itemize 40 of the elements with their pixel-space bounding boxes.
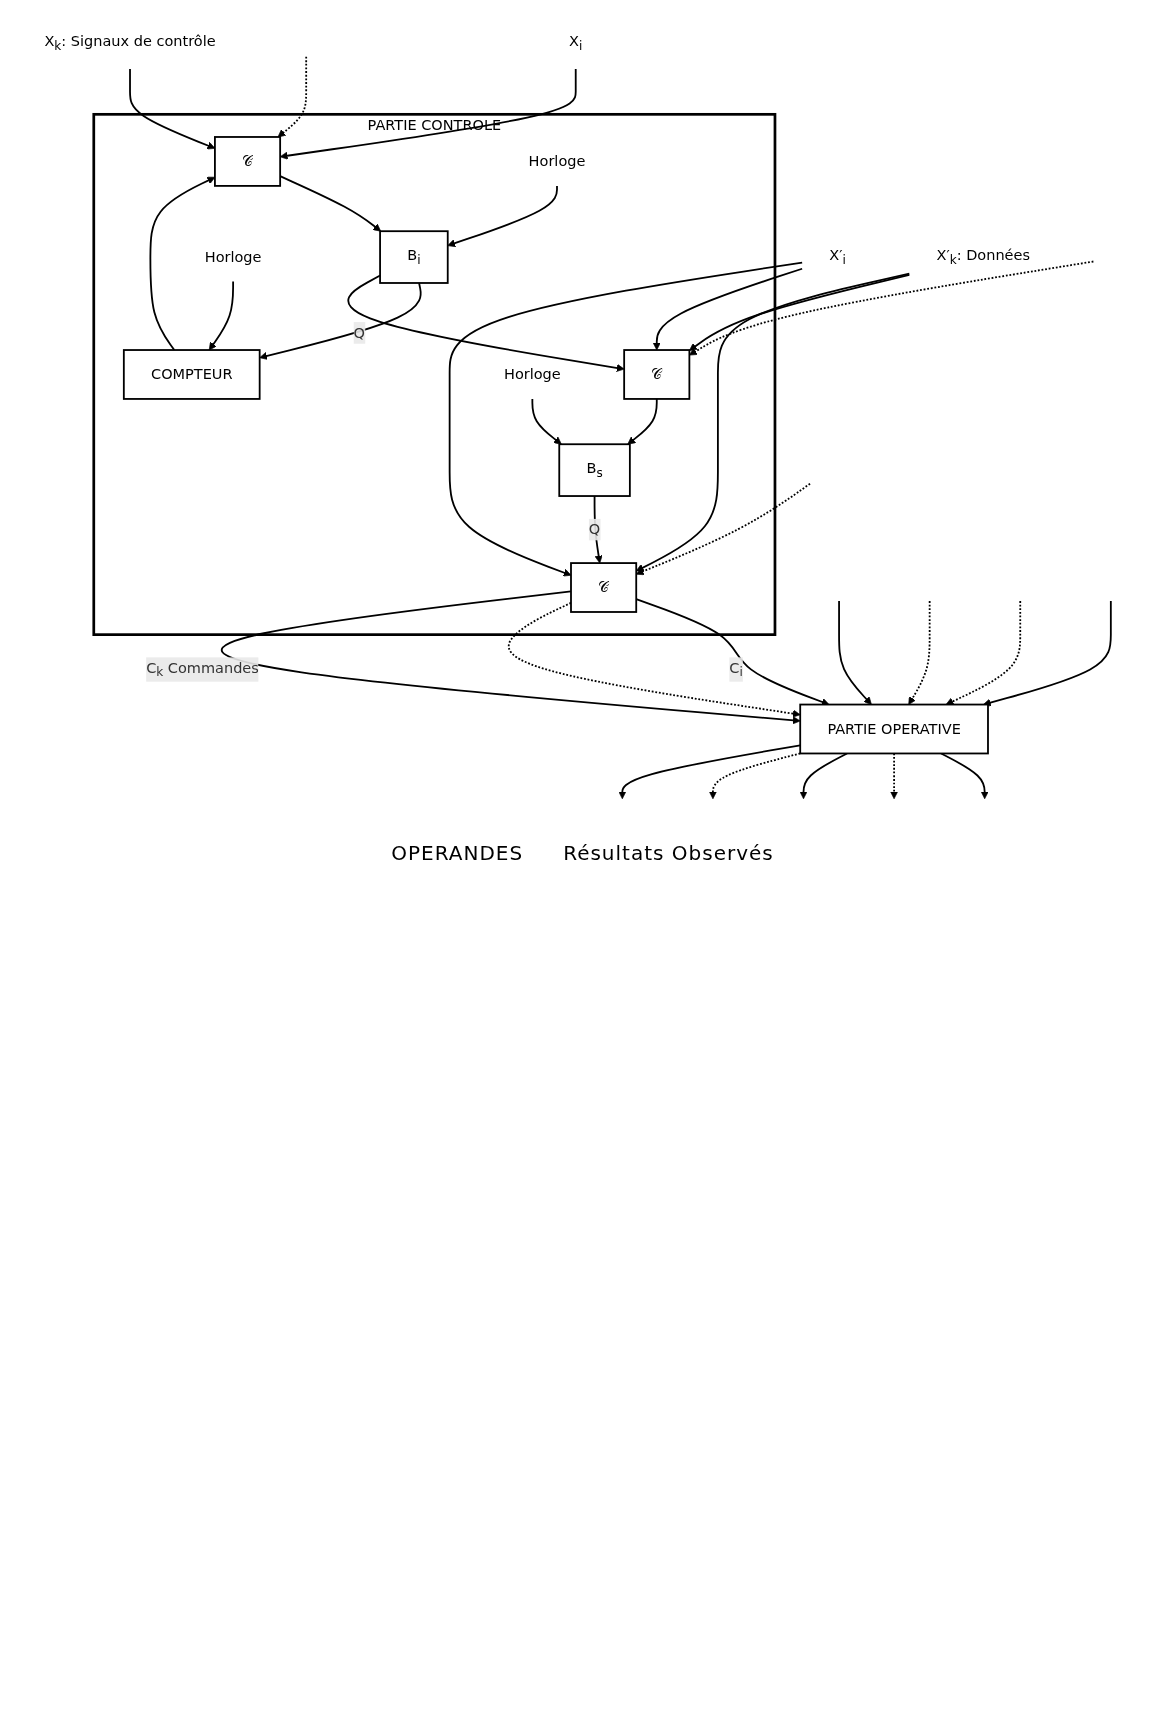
- arrow: [689, 273, 911, 351]
- edge-label: Q: [353, 323, 366, 342]
- arrow: [259, 282, 422, 360]
- arrow: [220, 590, 801, 725]
- arrow: [945, 600, 1022, 706]
- node-text: X$_{i}$: [569, 32, 583, 53]
- node-box: PARTIE OPERATIVE: [799, 703, 989, 755]
- arrow: [507, 602, 801, 718]
- node-box: COMPTEUR: [122, 349, 261, 400]
- edge-label: Q: [588, 520, 601, 538]
- arrow: [890, 752, 899, 800]
- arrow: [277, 55, 308, 138]
- node-box: B$_{i}$: [379, 230, 449, 284]
- edge-label: C$_{k}$ Commandes: [146, 659, 259, 680]
- arrow: [618, 744, 802, 800]
- edge-label: C$_{i}$: [729, 659, 743, 680]
- node-text: Horloge: [528, 152, 586, 170]
- arrow: [940, 752, 989, 800]
- arrow: [689, 260, 1095, 356]
- arrow: [708, 752, 802, 800]
- arrow: [593, 495, 603, 564]
- arrow: [652, 267, 804, 351]
- arrow: [799, 752, 848, 800]
- node-text: X′$_{i}$: [829, 246, 846, 267]
- arrow: [982, 600, 1112, 707]
- arrow: [208, 280, 234, 351]
- node-box: B$_{s}$: [558, 443, 631, 497]
- note-label: Résultats Observés: [563, 841, 774, 866]
- arrow: [447, 185, 558, 248]
- arrow: [531, 398, 562, 445]
- arrow: [448, 261, 804, 577]
- arrow: [347, 274, 625, 372]
- node-text: X′$_{k}$: Données: [936, 246, 1030, 267]
- node-text: Horloge: [503, 365, 561, 383]
- arrow: [627, 398, 658, 445]
- node-text: X$_{k}$: Signaux de contrôle: [44, 32, 216, 53]
- note-label: OPERANDES: [391, 841, 524, 866]
- node-text: Horloge: [204, 248, 262, 266]
- arrow: [908, 600, 931, 705]
- arrow: [838, 600, 872, 705]
